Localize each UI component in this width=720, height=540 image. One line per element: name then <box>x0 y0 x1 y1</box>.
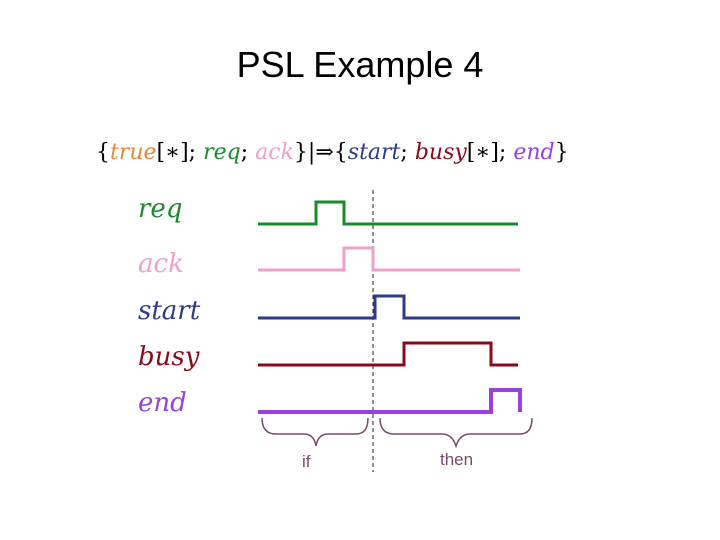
if-brace <box>261 417 369 447</box>
then-label: then <box>440 450 474 469</box>
then-brace <box>379 417 533 449</box>
waveform-req <box>258 200 518 226</box>
formula-start: start <box>347 140 401 165</box>
formula-busy: busy <box>414 140 467 165</box>
waveform-ack <box>258 246 520 272</box>
formula-end: end <box>513 140 555 165</box>
formula-star-1: [∗] <box>156 140 189 165</box>
formula-req: req <box>203 140 241 165</box>
signal-label-req: req <box>138 194 183 224</box>
slide-title: PSL Example 4 <box>236 44 484 85</box>
signal-label-busy: busy <box>138 342 200 372</box>
formula-star-2: [∗] <box>466 140 499 165</box>
formula-open-brace: { <box>96 140 110 165</box>
formula-ack: ack <box>255 140 294 165</box>
formula-open-brace-2: { <box>333 140 348 165</box>
formula-sep-3: ; <box>400 140 408 165</box>
formula-sep-1: ; <box>188 140 197 165</box>
formula-sep-2: ; <box>240 140 249 165</box>
formula-sep-4: ; <box>498 140 507 165</box>
formula-close-brace-2: } <box>554 140 569 165</box>
waveform-end <box>258 388 522 414</box>
waveform-busy <box>258 341 518 367</box>
signal-label-ack: ack <box>138 249 184 279</box>
formula-implies: |⇒ <box>307 140 334 165</box>
signal-label-start: start <box>138 296 201 326</box>
waveform-start <box>258 294 520 320</box>
signal-label-end: end <box>138 388 187 418</box>
if-label: if <box>302 452 311 471</box>
formula-true: true <box>110 140 157 165</box>
psl-formula: {true[∗]; req; ack}|⇒{start; busy[∗]; en… <box>96 140 569 165</box>
formula-close-brace-1: } <box>293 140 308 165</box>
